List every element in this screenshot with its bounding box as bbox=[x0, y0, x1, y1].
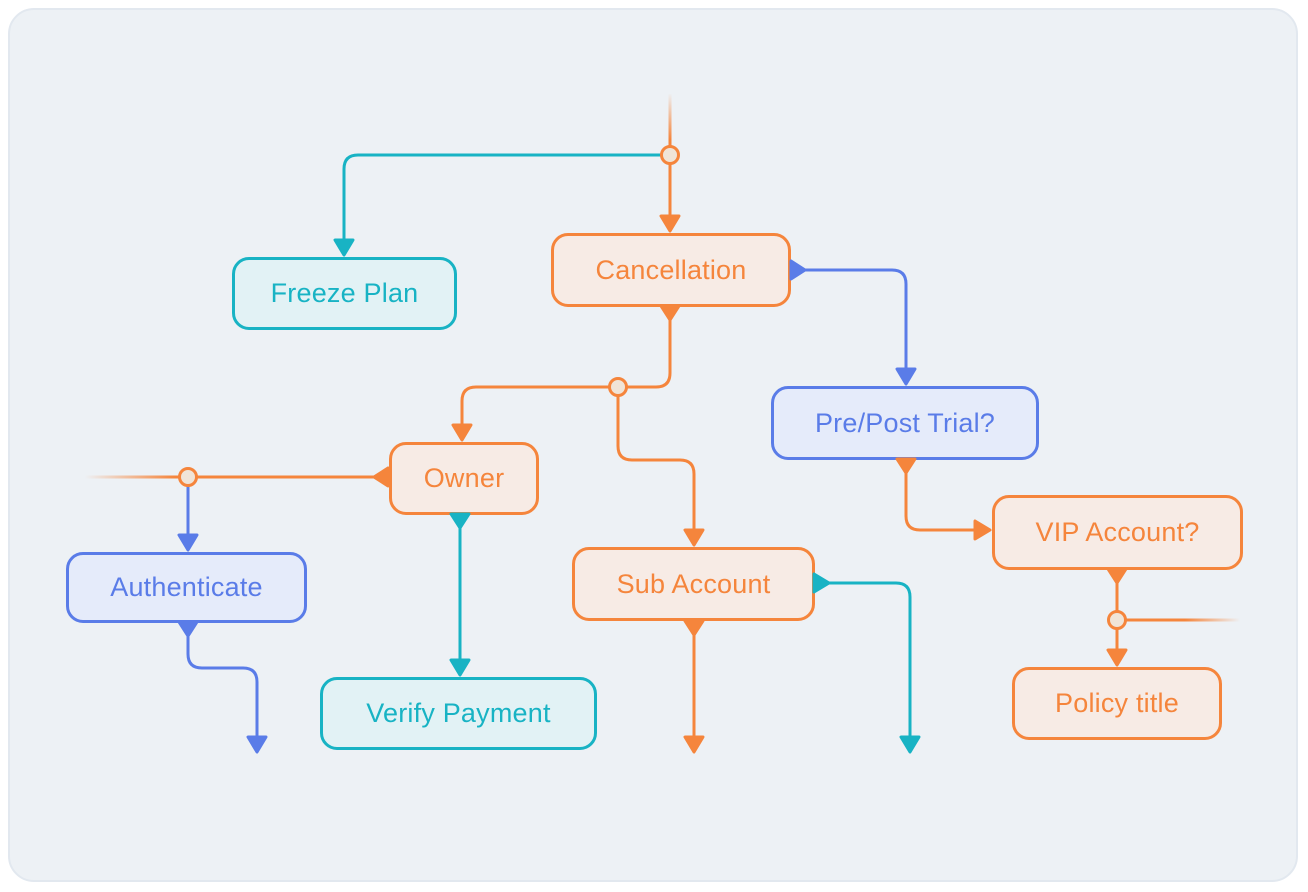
node-authenticate[interactable]: Authenticate bbox=[66, 552, 307, 623]
node-label: VIP Account? bbox=[1035, 517, 1200, 547]
node-sub-account[interactable]: Sub Account bbox=[572, 547, 815, 621]
diagram-canvas[interactable] bbox=[8, 8, 1298, 882]
node-label: Freeze Plan bbox=[270, 278, 419, 308]
node-label: Owner bbox=[423, 463, 505, 493]
node-label: Authenticate bbox=[110, 572, 263, 602]
node-label: Verify Payment bbox=[366, 698, 551, 728]
node-owner[interactable]: Owner bbox=[389, 442, 539, 515]
node-label: Cancellation bbox=[595, 254, 747, 285]
node-policy-title[interactable]: Policy title bbox=[1012, 667, 1222, 740]
node-vip-account[interactable]: VIP Account? bbox=[992, 495, 1243, 570]
node-label: Pre/Post Trial? bbox=[814, 407, 996, 438]
node-label: Sub Account bbox=[616, 568, 771, 599]
node-cancellation[interactable]: Cancellation bbox=[551, 233, 791, 307]
node-freeze-plan[interactable]: Freeze Plan bbox=[232, 257, 457, 330]
node-verify-payment[interactable]: Verify Payment bbox=[320, 677, 597, 750]
node-label: Policy title bbox=[1055, 688, 1179, 718]
node-pre-post-trial[interactable]: Pre/Post Trial? bbox=[771, 386, 1039, 460]
